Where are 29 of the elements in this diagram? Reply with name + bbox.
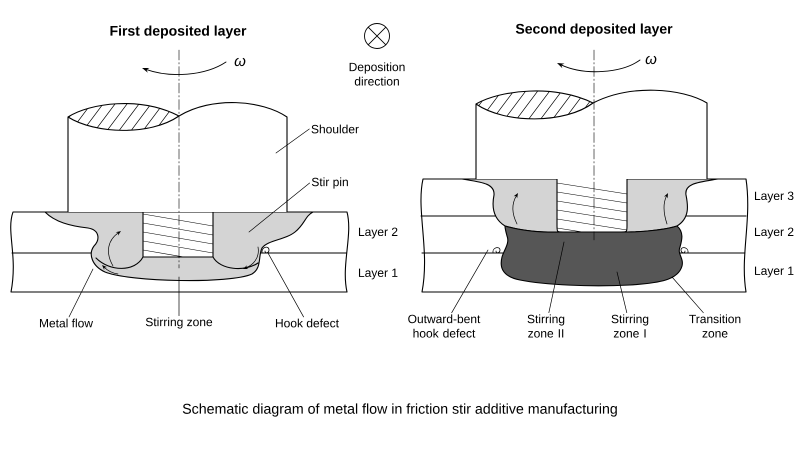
part-label: Stirring zone I (612, 314, 648, 338)
leader-line (248, 182, 310, 232)
leader-line (268, 252, 304, 318)
leader-line (68, 268, 94, 318)
part-label: Transition zone (689, 314, 740, 338)
omega-label: ω (234, 58, 246, 66)
leader-line (616, 272, 628, 314)
leader-line (276, 128, 310, 154)
layer-label: Layer 1 (358, 268, 398, 280)
part-label: Stirring zone II (528, 314, 564, 338)
caption: Schematic diagram of metal flow in friction stir additive manufacturing (182, 403, 617, 417)
layer-label: Layer 2 (358, 228, 398, 238)
layer-label: Layer 2 (754, 228, 794, 238)
leader-line (672, 276, 704, 314)
part-label: Stir pin (312, 177, 348, 189)
omega-label: ω (646, 56, 656, 64)
part-label: Hook defect (276, 318, 339, 328)
part-label: Shoulder (312, 124, 359, 134)
part-label: Stirring zone (146, 317, 212, 329)
leader-line (451, 250, 488, 314)
panel-heading: First deposited layer (110, 25, 246, 39)
part-label: Outward-bent hook defect (408, 314, 480, 338)
layer-label: Layer 3 (754, 192, 794, 202)
leader-line (178, 276, 180, 316)
panel-heading: Second deposited layer (516, 23, 672, 37)
leader-line (548, 242, 564, 314)
part-label: Metal flow (40, 318, 94, 328)
layer-label: Layer 1 (754, 266, 794, 278)
direction-note: Deposition direction (350, 62, 405, 86)
